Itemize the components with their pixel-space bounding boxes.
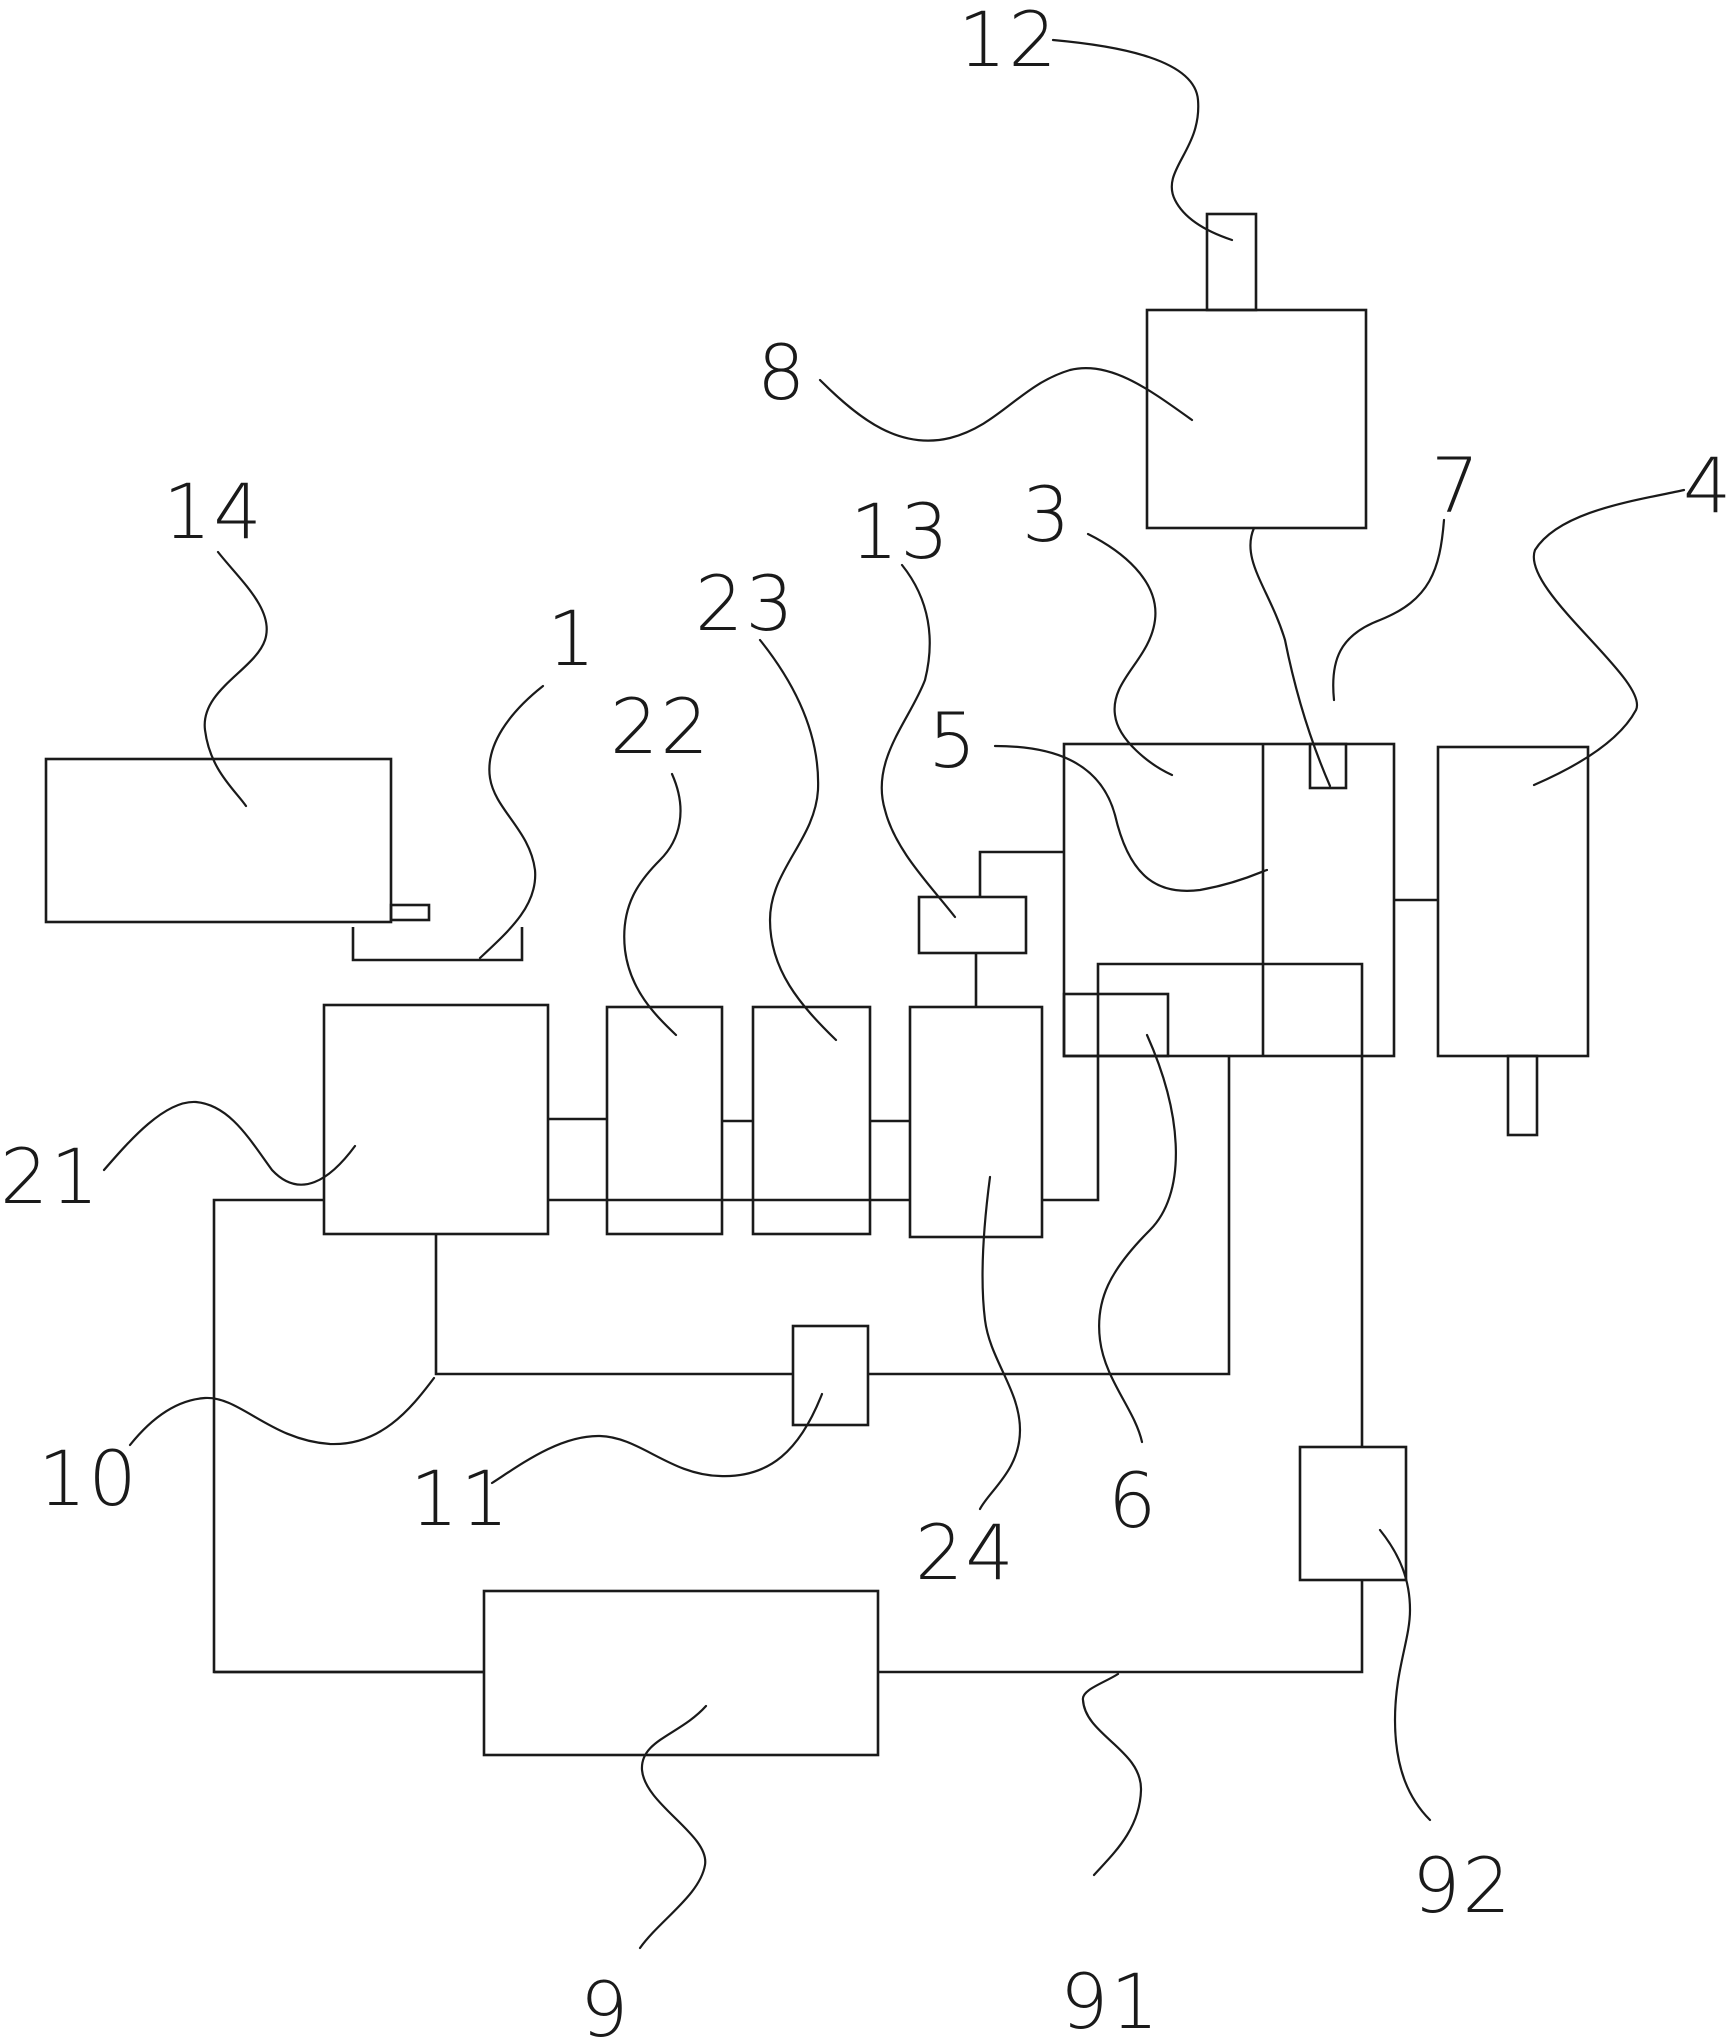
component-4-outlet — [1506, 1054, 1539, 1137]
leader-12 — [1051, 38, 1234, 242]
line-91-to-92 — [878, 1580, 1364, 1674]
label-92: 92 — [1412, 1841, 1513, 1930]
component-6-box — [1062, 992, 1170, 1058]
component-24-box — [908, 1005, 1044, 1239]
leader-23 — [758, 638, 838, 1042]
leader-5 — [993, 744, 1269, 892]
label-5: 5 — [928, 696, 978, 785]
label-1: 1 — [547, 594, 597, 683]
label-24: 24 — [915, 1508, 1016, 1597]
leader-92 — [1378, 1528, 1432, 1822]
line-10-manifold — [434, 1234, 793, 1376]
component-4-box — [1436, 745, 1590, 1058]
leader-10 — [128, 1376, 436, 1447]
leader-9 — [638, 1704, 708, 1950]
label-8: 8 — [757, 328, 807, 417]
component-92-box — [1298, 1445, 1408, 1582]
line-11-to-3 — [868, 1056, 1231, 1376]
component-7-sensor — [1308, 742, 1348, 790]
component-8-box — [1145, 308, 1368, 530]
label-3: 3 — [1022, 470, 1072, 559]
leader-91 — [1081, 1672, 1143, 1877]
label-10: 10 — [38, 1434, 139, 1523]
loop-line-left-top — [212, 1198, 484, 1674]
label-11: 11 — [410, 1454, 511, 1543]
leader-3 — [1086, 532, 1174, 777]
label-6: 6 — [1108, 1456, 1158, 1545]
leader-8 — [818, 367, 1194, 442]
label-21: 21 — [0, 1132, 101, 1221]
label-13: 13 — [850, 487, 951, 576]
leader-14 — [203, 550, 268, 808]
component-9-box — [482, 1589, 880, 1757]
component-21-box — [322, 1003, 550, 1236]
component-13-box — [917, 895, 1028, 955]
component-11-box — [791, 1324, 870, 1427]
label-14: 14 — [163, 467, 264, 556]
component-14-nozzle — [389, 903, 431, 922]
leader-22 — [623, 772, 682, 1037]
loop-line-24-6 — [1042, 962, 1364, 1447]
link-13-3 — [978, 850, 1064, 897]
component-1-tray — [351, 927, 524, 962]
leader-21 — [102, 1100, 357, 1186]
label-12: 12 — [958, 0, 1059, 84]
leader-13 — [880, 563, 957, 919]
label-9: 9 — [580, 1965, 630, 2040]
label-22: 22 — [610, 682, 711, 771]
label-23: 23 — [695, 559, 796, 648]
leader-6 — [1098, 1033, 1177, 1444]
leader-11 — [490, 1392, 824, 1485]
leader-4 — [1532, 488, 1686, 787]
label-91: 91 — [1060, 1957, 1161, 2040]
leader-7 — [1332, 518, 1446, 702]
label-4: 4 — [1683, 441, 1730, 530]
leader-1 — [478, 684, 545, 960]
label-7: 7 — [1431, 441, 1481, 530]
component-14-box — [44, 757, 393, 924]
leader-24 — [978, 1175, 1022, 1511]
leader-7-from-8 — [1249, 526, 1332, 788]
component-3-housing — [1062, 742, 1396, 1058]
component-12-pipe — [1205, 212, 1258, 312]
